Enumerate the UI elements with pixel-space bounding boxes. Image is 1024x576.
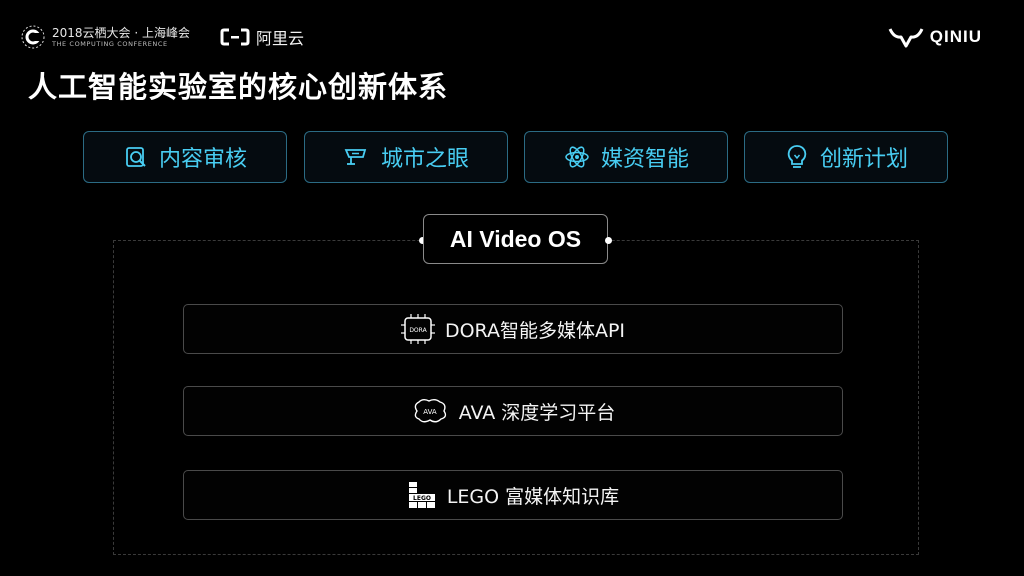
page-title: 人工智能实验室的核心创新体系 [28, 70, 449, 104]
module-label: 创新计划 [819, 147, 908, 172]
module-content-review: 内容审核 [83, 131, 287, 183]
qiniu-logo: QINIU [888, 26, 982, 48]
layer-label: AVA 深度学习平台 [458, 401, 616, 424]
chip-icon-text: DORA [409, 327, 427, 334]
atom-icon [565, 146, 589, 168]
aliyun-bracket-icon [220, 28, 250, 46]
module-label: 媒资智能 [600, 147, 689, 172]
layer-dora: DORA DORA智能多媒体API [183, 304, 843, 354]
brain-icon-text: AVA [423, 408, 437, 416]
layer-ava: AVA AVA 深度学习平台 [183, 386, 843, 436]
qiniu-label: QINIU [929, 27, 982, 46]
module-city-eye: 城市之眼 [304, 131, 508, 183]
lego-brick-icon: LEGO [408, 482, 435, 508]
module-label: 城市之眼 [380, 147, 469, 172]
conference-subtitle: THE COMPUTING CONFERENCE [52, 39, 168, 48]
aliyun-logo: 阿里云 [220, 25, 304, 49]
aliyun-label: 阿里云 [256, 29, 305, 48]
os-label: AI Video OS [449, 225, 582, 252]
lego-icon-text: LEGO [413, 495, 431, 502]
conference-title: 2018云栖大会 · 上海峰会 [52, 25, 190, 40]
connector-dot-right [605, 237, 612, 244]
layer-label: DORA智能多媒体API [444, 319, 626, 342]
layer-lego: LEGO LEGO 富媒体知识库 [183, 470, 843, 520]
ai-video-os-box: AI Video OS [423, 214, 608, 264]
search-document-icon [126, 147, 146, 167]
computing-conference-logo: 2018云栖大会 · 上海峰会 THE COMPUTING CONFERENCE [20, 24, 190, 50]
brain-icon: AVA [414, 399, 446, 423]
chip-icon: DORA [400, 314, 435, 344]
qiniu-bull-icon [888, 28, 924, 48]
conference-globe-icon [21, 25, 45, 49]
layer-label: LEGO 富媒体知识库 [446, 485, 620, 508]
lightbulb-icon [787, 145, 807, 168]
module-innovation-plan: 创新计划 [744, 131, 948, 183]
connector-dot-left [419, 237, 426, 244]
module-label: 内容审核 [158, 147, 247, 172]
camera-icon [344, 149, 367, 165]
module-media-intelligence: 媒资智能 [524, 131, 728, 183]
